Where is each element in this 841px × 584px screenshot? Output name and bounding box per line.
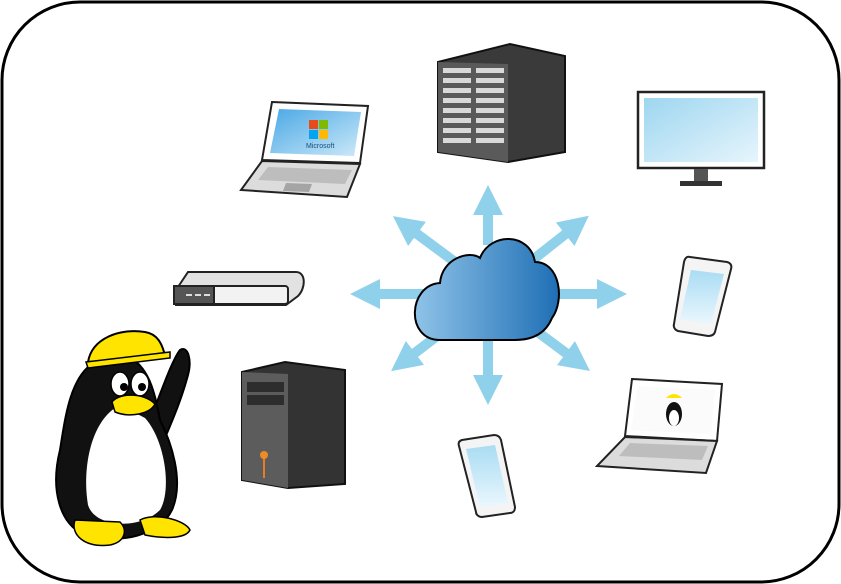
penguin-left-foot	[73, 519, 126, 547]
server-rack-icon	[437, 42, 566, 164]
smartphone-icon-right	[672, 255, 733, 338]
penguin-beak	[111, 394, 156, 416]
arrow-down-right	[532, 325, 591, 371]
arrows	[350, 185, 627, 405]
arrow-up-left	[392, 216, 458, 267]
linux-laptop-icon	[594, 377, 724, 475]
penguin-belly	[86, 405, 166, 524]
monitor-icon	[636, 90, 766, 186]
windows-laptop-icon: Microsoft	[239, 100, 370, 199]
cloud-icon	[413, 238, 560, 341]
arrow-up-right	[526, 215, 589, 266]
smartphone-icon-bottom	[457, 433, 517, 519]
laptop-screen-brand: Microsoft	[306, 143, 334, 150]
tux-penguin-with-hardhat	[55, 330, 191, 547]
desktop-tower-icon	[241, 360, 346, 490]
network-switch-icon	[173, 271, 305, 306]
penguin-right-foot	[139, 516, 191, 539]
